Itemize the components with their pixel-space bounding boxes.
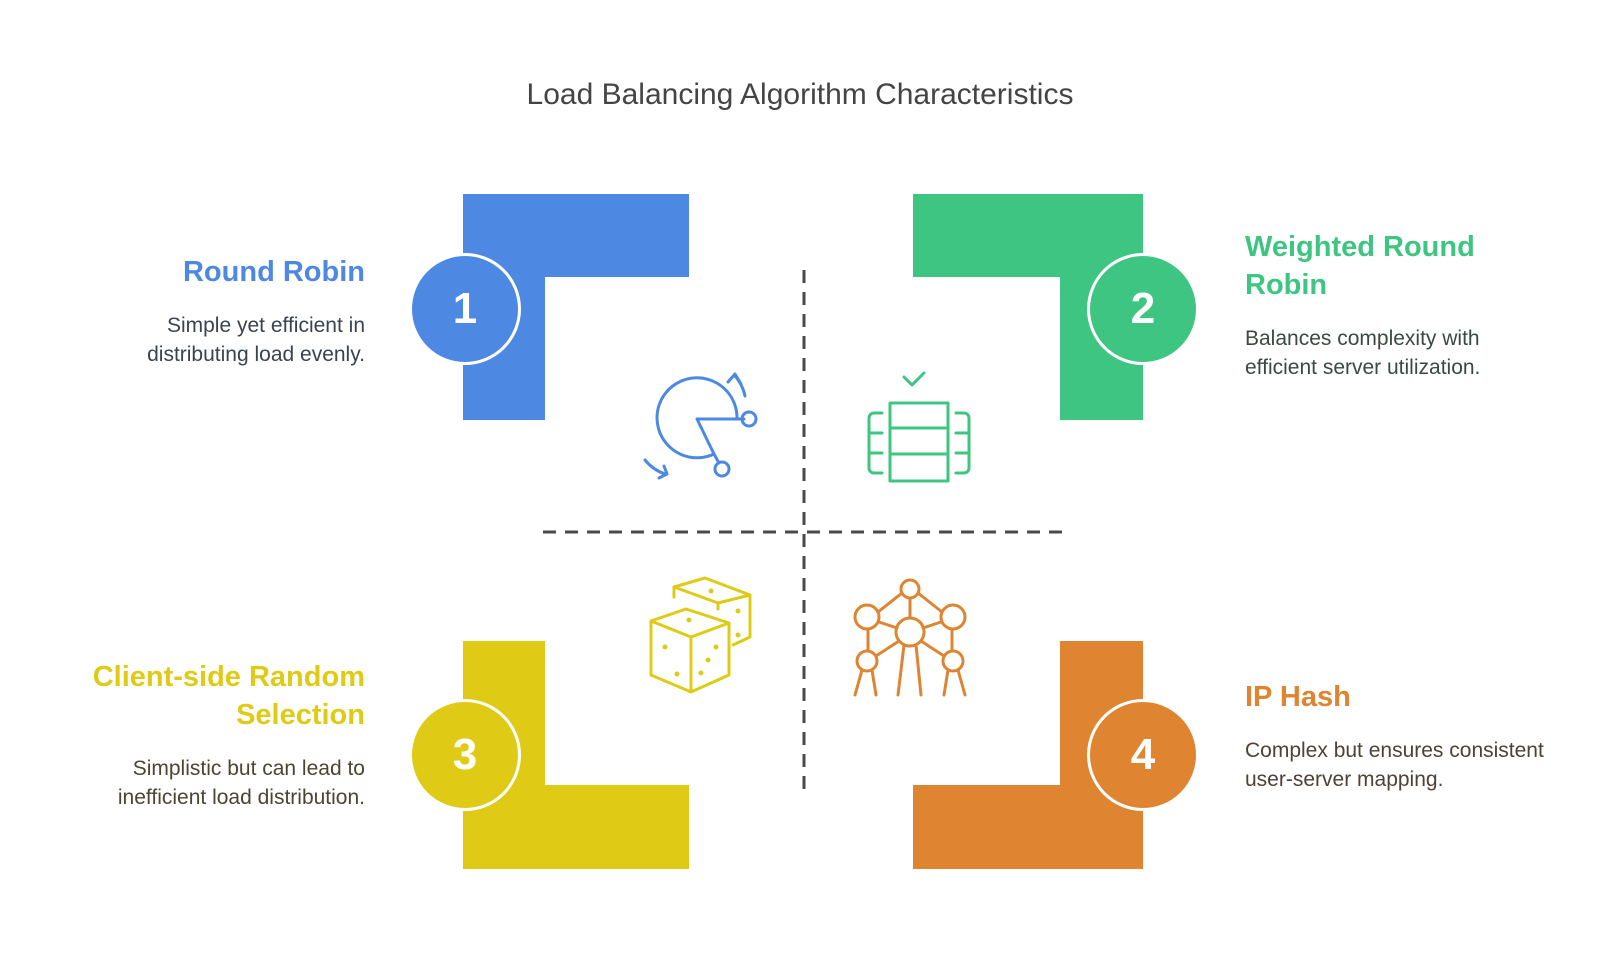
quadrant-3-text: Client-side Random Selection Simplistic … [65, 658, 365, 812]
round-robin-cycle-icon [643, 372, 758, 480]
quadrant-1-text: Round Robin Simple yet efficient in dist… [65, 253, 365, 369]
quadrant-4-number-badge: 4 [1087, 699, 1199, 811]
server-rack-check-icon [867, 371, 971, 483]
quadrant-4-description: Complex but ensures consistent user-serv… [1245, 739, 1544, 791]
quadrant-4-text: IP Hash Complex but ensures consistent u… [1245, 678, 1545, 794]
quadrant-3-number-badge: 3 [409, 699, 521, 811]
quadrant-2-description: Balances complexity with efficient serve… [1245, 327, 1481, 379]
diagram-title: Load Balancing Algorithm Characteristics [526, 78, 1074, 111]
atomium-network-icon [853, 578, 967, 697]
quadrant-2-text: Weighted Round Robin Balances complexity… [1245, 228, 1545, 382]
quadrant-1-number-badge: 1 [409, 253, 521, 365]
quadrant-4-heading: IP Hash [1245, 681, 1351, 713]
quadrant-3-description: Simplistic but can lead to inefficient l… [117, 757, 365, 809]
quadrant-1-description: Simple yet efficient in distributing loa… [147, 314, 365, 366]
quadrant-3-heading: Client-side Random Selection [92, 661, 365, 731]
quadrant-2-heading: Weighted Round Robin [1245, 231, 1475, 301]
dice-icon [649, 576, 752, 694]
quadrant-1-heading: Round Robin [182, 256, 365, 288]
quadrant-2-number-badge: 2 [1087, 253, 1199, 365]
